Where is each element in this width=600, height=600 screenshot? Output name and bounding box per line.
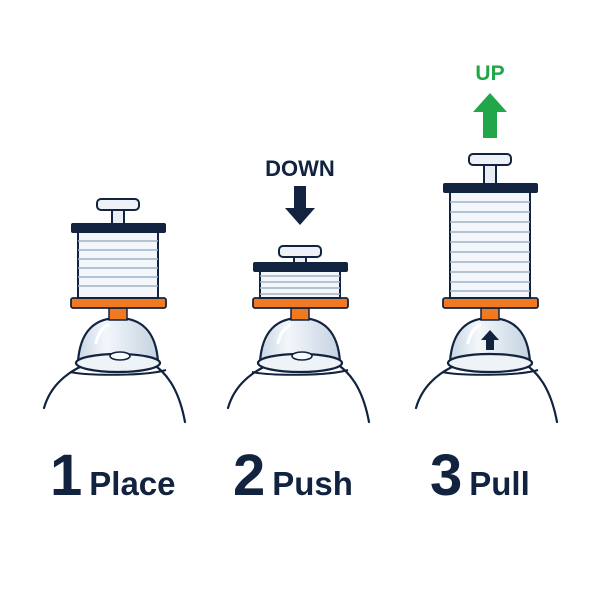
- step-3-label: 3 Pull: [430, 446, 530, 506]
- arrow-down-icon: [285, 186, 315, 225]
- bellows: [449, 191, 531, 299]
- step-1-illustration: [42, 198, 187, 424]
- orange-collar: [290, 307, 310, 321]
- bellows: [259, 269, 341, 299]
- step-2-word: Push: [272, 465, 353, 502]
- step-3-illustration: UP: [414, 62, 559, 424]
- pull-handle: [96, 198, 140, 225]
- step-2-illustration: DOWN: [226, 156, 371, 424]
- suction-cup: [256, 316, 344, 374]
- top-cap: [253, 262, 348, 272]
- top-cap: [443, 183, 538, 193]
- suction-cup: [74, 316, 162, 374]
- suction-cup: [446, 316, 534, 374]
- step-1-number: 1: [50, 443, 82, 508]
- arrow-up-icon: [473, 93, 507, 138]
- orange-collar: [480, 307, 500, 321]
- pull-handle: [468, 153, 512, 185]
- step-2-label: 2 Push: [233, 446, 353, 506]
- step-3-word: Pull: [469, 465, 530, 502]
- top-cap: [71, 223, 166, 233]
- orange-collar: [108, 307, 128, 321]
- step-3-number: 3: [430, 443, 462, 508]
- pull-handle: [278, 245, 322, 264]
- step-1-label: 1 Place: [50, 446, 176, 506]
- down-callout: DOWN: [265, 156, 335, 181]
- step-2-number: 2: [233, 443, 265, 508]
- up-callout: UP: [475, 62, 504, 85]
- step-1-word: Place: [89, 465, 176, 502]
- small-arrow-up-icon: [481, 330, 499, 350]
- bellows: [77, 231, 159, 299]
